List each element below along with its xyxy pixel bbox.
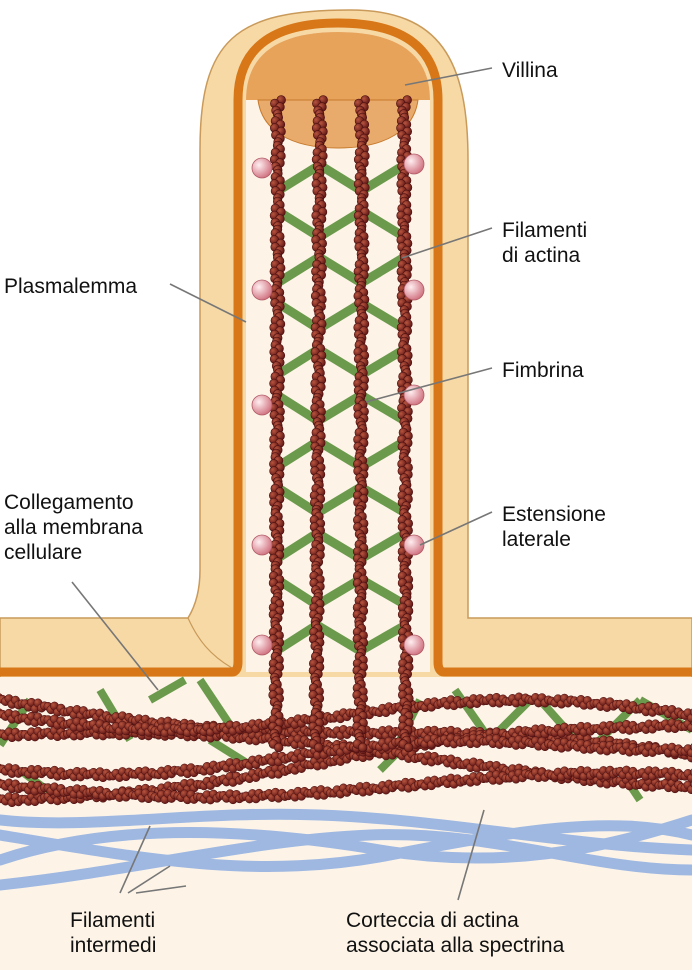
fimbrin-link xyxy=(314,529,363,563)
intermediate-filaments xyxy=(0,808,692,891)
leader-villina xyxy=(404,67,493,86)
fimbrin-link xyxy=(274,575,320,609)
villus-interior xyxy=(246,32,430,672)
leader-collegamento xyxy=(71,581,159,691)
actin-filament xyxy=(308,95,328,753)
lateral-extension xyxy=(251,279,273,301)
cortex-actin-filaments xyxy=(0,692,692,808)
fimbrin-link xyxy=(275,253,322,287)
label-fimbrina: Fimbrina xyxy=(502,359,584,382)
leader-filamenti-actina xyxy=(401,227,493,259)
actin-filament xyxy=(352,95,370,753)
leader-plasmalemma xyxy=(169,283,247,323)
fimbrin-link xyxy=(359,299,408,333)
plasmalemma-membrane xyxy=(0,18,692,677)
fimbrin-link xyxy=(358,575,408,609)
lateral-extension xyxy=(403,153,425,175)
leader-filamenti-intermedi-1 xyxy=(119,825,151,894)
label-filamenti-actina: Filamenti di actina xyxy=(502,219,588,267)
lateral-extension xyxy=(251,157,273,179)
leader-estensione xyxy=(419,511,493,546)
fimbrin-link xyxy=(359,207,407,241)
fimbrin-link xyxy=(314,621,363,655)
fimbrin-link xyxy=(315,391,364,425)
actin-filament-bundle xyxy=(268,95,414,753)
fimbrin-link xyxy=(358,437,408,471)
leader-filamenti-intermedi-2 xyxy=(127,865,171,894)
fimbrin-link xyxy=(359,253,407,287)
label-estensione-laterale: Estensione laterale xyxy=(502,503,606,551)
fimbrin-link xyxy=(358,621,408,655)
lateral-extension xyxy=(251,394,273,416)
fimbrin-link xyxy=(275,207,322,241)
label-corteccia: Corteccia di actina associata alla spect… xyxy=(346,909,565,957)
label-collegamento: Collegamento alla membrana cellulare xyxy=(4,491,143,564)
lateral-extension xyxy=(403,534,425,556)
leader-lines xyxy=(71,67,493,901)
actin-filament xyxy=(268,95,286,753)
label-filamenti-intermedi: Filamenti intermedi xyxy=(70,909,157,957)
leader-fimbrina xyxy=(365,367,493,403)
spectrin-link xyxy=(148,676,187,704)
label-plasmalemma: Plasmalemma xyxy=(4,275,138,298)
cortex-actin-strand xyxy=(0,765,692,805)
villin-cap-base xyxy=(257,99,419,149)
lateral-extension xyxy=(403,279,425,301)
lateral-extension xyxy=(403,384,425,406)
cytoplasm-fold xyxy=(187,617,233,669)
fimbrin-link xyxy=(358,391,408,425)
lateral-extension xyxy=(251,634,273,656)
leader-filamenti-intermedi-3 xyxy=(135,885,187,894)
lateral-extension xyxy=(251,534,273,556)
leader-corteccia xyxy=(457,809,485,901)
lateral-extension xyxy=(403,634,425,656)
lateral-extensions xyxy=(251,153,425,656)
villin-cap xyxy=(246,32,430,100)
label-villina: Villina xyxy=(502,59,558,82)
fimbrin-link xyxy=(315,483,364,517)
